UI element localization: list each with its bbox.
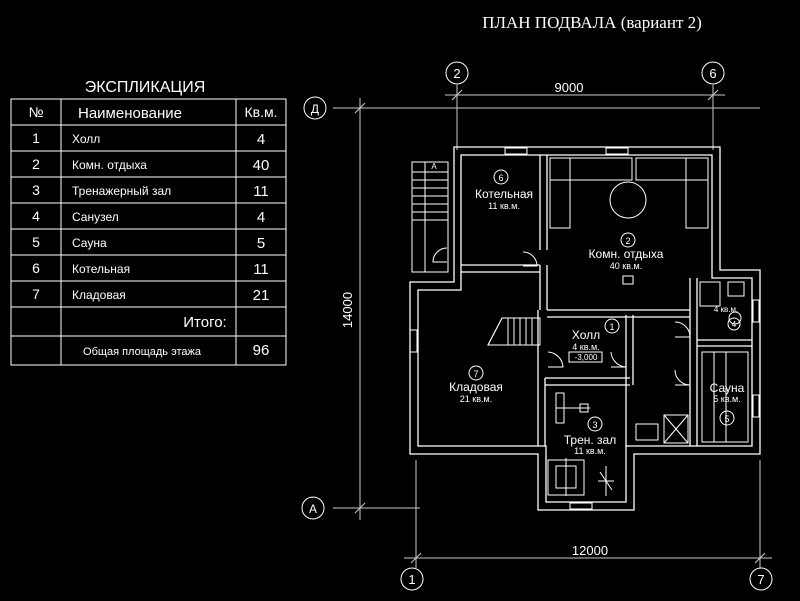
svg-text:Котельная: Котельная xyxy=(72,262,130,276)
svg-text:Комн. отдыха: Комн. отдыха xyxy=(72,158,147,172)
svg-text:11 кв.м.: 11 кв.м. xyxy=(488,201,520,211)
col-header-area: Кв.м. xyxy=(245,104,278,120)
windows xyxy=(409,147,760,510)
lounge-furniture xyxy=(549,157,709,285)
svg-text:Холл: Холл xyxy=(572,328,600,342)
svg-text:4 кв.м.: 4 кв.м. xyxy=(572,342,599,352)
col-header-name: Наименование xyxy=(78,105,182,122)
svg-text:4: 4 xyxy=(257,131,265,148)
table-row: 3 Тренажерный зал 11 xyxy=(32,182,269,200)
svg-text:11 кв.м.: 11 кв.м. xyxy=(574,446,606,456)
svg-text:5 кв.м.: 5 кв.м. xyxy=(713,394,740,404)
svg-text:Холл: Холл xyxy=(72,132,100,146)
floor-area-value: 96 xyxy=(253,342,270,359)
svg-text:Тренажерный зал: Тренажерный зал xyxy=(72,184,171,198)
svg-text:Кладовая: Кладовая xyxy=(72,288,126,302)
axis-label: 2 xyxy=(453,66,460,81)
svg-text:40 кв.м.: 40 кв.м. xyxy=(610,261,642,271)
dimension-lines xyxy=(333,85,772,568)
axis-label: Д xyxy=(311,102,319,116)
svg-text:6: 6 xyxy=(498,173,503,183)
room-gym: 3 Трен. зал 11 кв.м. xyxy=(564,416,616,456)
explication-table: ЭКСПЛИКАЦИЯ № Наименование Кв.м. 1 Холл … xyxy=(10,79,287,366)
room-wc: 4 кв.м. 4 xyxy=(714,305,741,331)
svg-text:7: 7 xyxy=(32,286,40,302)
svg-text:5: 5 xyxy=(257,235,265,252)
svg-text:4 кв.м.: 4 кв.м. xyxy=(714,305,738,314)
building-walls xyxy=(409,146,761,511)
table-row: 1 Холл 4 xyxy=(32,130,265,148)
svg-text:Трен. зал: Трен. зал xyxy=(564,433,616,447)
room-hall: Холл 1 4 кв.м. -3,000 xyxy=(568,318,620,363)
svg-text:5: 5 xyxy=(32,234,40,250)
wc-fixtures xyxy=(699,281,745,325)
axis-markers: 2 6 1 7 Д А xyxy=(301,61,773,591)
gym-equipment xyxy=(547,392,614,496)
stairs xyxy=(411,161,541,346)
svg-text:6: 6 xyxy=(32,260,40,276)
explication-heading: ЭКСПЛИКАЦИЯ xyxy=(85,79,206,96)
svg-text:Сауна: Сауна xyxy=(72,236,107,250)
axis-label: 7 xyxy=(757,572,764,587)
svg-text:11: 11 xyxy=(253,183,269,200)
svg-text:4: 4 xyxy=(32,208,40,224)
dimension-left: 14000 xyxy=(340,292,355,328)
table-row: 5 Сауна 5 xyxy=(32,234,265,252)
svg-text:Кладовая: Кладовая xyxy=(449,380,503,394)
svg-text:4: 4 xyxy=(732,320,737,329)
table-row: 7 Кладовая 21 xyxy=(32,286,269,304)
svg-text:4: 4 xyxy=(257,209,265,226)
table-row: 6 Котельная 11 xyxy=(32,260,269,278)
table-row: 4 Санузел 4 xyxy=(32,208,265,226)
level-mark: -3,000 xyxy=(575,353,598,362)
svg-text:40: 40 xyxy=(253,157,270,174)
svg-text:Котельная: Котельная xyxy=(475,187,533,201)
room-lounge: 2 Комн. отдыха 40 кв.м. xyxy=(589,232,664,271)
dimension-bottom: 12000 xyxy=(572,543,608,558)
table-row: 2 Комн. отдыха 40 xyxy=(32,156,269,174)
svg-text:Санузел: Санузел xyxy=(72,210,119,224)
axis-label: 1 xyxy=(408,572,415,587)
svg-text:1: 1 xyxy=(609,322,614,332)
svg-text:2: 2 xyxy=(625,236,630,246)
room-boiler: 6 Котельная 11 кв.м. xyxy=(475,169,533,211)
svg-text:21 кв.м.: 21 кв.м. xyxy=(460,394,492,404)
svg-text:5: 5 xyxy=(724,414,729,424)
svg-text:3: 3 xyxy=(592,420,597,430)
room-storage: 7 Кладовая 21 кв.м. xyxy=(449,365,503,404)
svg-text:11: 11 xyxy=(253,261,269,278)
axis-label: 6 xyxy=(709,66,716,81)
floor-area-label: Общая площадь этажа xyxy=(83,346,202,358)
svg-text:3: 3 xyxy=(32,182,40,198)
doors xyxy=(432,247,691,386)
svg-text:2: 2 xyxy=(32,156,40,172)
plan-title: ПЛАН ПОДВАЛА (вариант 2) xyxy=(482,13,702,32)
svg-text:21: 21 xyxy=(253,287,270,304)
sauna-fixtures xyxy=(635,351,749,444)
svg-text:Сауна: Сауна xyxy=(710,381,745,395)
room-sauna: Сауна 5 кв.м. 5 xyxy=(710,381,745,426)
col-header-number: № xyxy=(28,104,43,120)
table-grid xyxy=(10,98,287,366)
dimension-top: 9000 xyxy=(555,80,584,95)
total-label: Итого: xyxy=(183,314,226,331)
svg-text:Комн. отдыха: Комн. отдыха xyxy=(589,247,664,261)
svg-text:1: 1 xyxy=(32,130,40,146)
axis-label: А xyxy=(309,502,317,516)
svg-text:7: 7 xyxy=(473,369,478,379)
stair-mark: А xyxy=(431,162,437,171)
